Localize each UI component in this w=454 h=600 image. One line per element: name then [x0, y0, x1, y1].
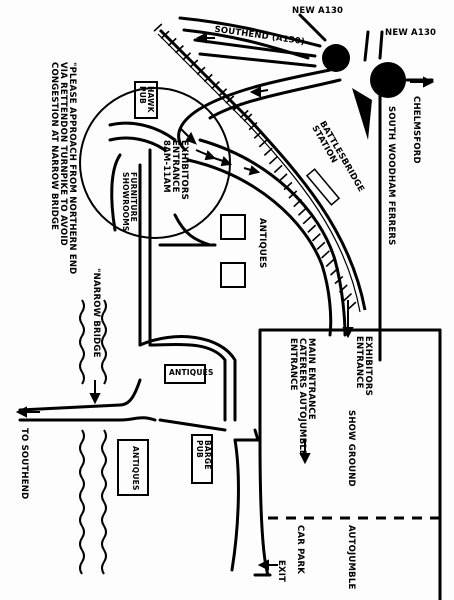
railway-sleeper	[175, 45, 184, 54]
railway-sleeper	[263, 147, 273, 156]
railway-sleeper	[316, 241, 326, 251]
antiques-box-2	[220, 262, 246, 288]
autojumble-label: AUTOJUMBLE	[346, 525, 356, 590]
railway-sleeper	[239, 109, 249, 119]
furniture-showrooms-label: FURNITURE SHOWROOMS	[121, 172, 138, 232]
barge-loop	[148, 342, 227, 422]
railway-sleeper	[288, 190, 298, 199]
antiques-left-box	[117, 439, 149, 496]
new-a130-road	[178, 16, 322, 48]
railway-sleeper	[343, 292, 353, 302]
narrow-bridge-label: "NARROW BRIDGE	[91, 268, 101, 358]
railway-sleeper	[211, 81, 220, 90]
roundabout-north	[322, 44, 350, 72]
railway-sleeper	[297, 207, 307, 216]
railway-sleeper	[153, 23, 163, 32]
main-road-east	[177, 68, 332, 152]
to-southend-label: TO SOUTHEND	[19, 428, 29, 500]
railway-sleeper	[253, 130, 263, 139]
railway-sleeper	[311, 233, 321, 242]
exhibitors-entrance-top-label: EXHIBITORS ENTRANCE 8AM-11AM	[161, 140, 189, 200]
railway-sleeper	[232, 102, 242, 111]
railway-sleeper	[307, 224, 317, 233]
southend-a130-road	[193, 38, 317, 58]
hawk-pub-box	[134, 81, 158, 119]
railway-sleeper	[330, 267, 339, 276]
roundabout-south	[370, 62, 406, 98]
approach-note-label: "PLEASE APPROACH FROM NORTHERN END VIA R…	[49, 62, 77, 275]
south-woodham-ferrers-label: SOUTH WOODHAM FERRERS	[386, 106, 396, 246]
show-ground-label: SHOW GROUND	[346, 410, 356, 487]
railway-sleeper	[325, 258, 335, 268]
station-box	[305, 168, 341, 206]
railway-sleepers: /* sleepers drawn by script below */	[153, 23, 357, 310]
new-a130-label-top: NEW A130	[292, 6, 344, 16]
railway-sleeper	[243, 113, 253, 122]
station-road	[198, 138, 347, 337]
antiques-small-box	[164, 364, 206, 384]
railway-sleeper	[167, 37, 177, 47]
railway-sleeper	[347, 301, 357, 310]
southend-road	[18, 378, 142, 412]
railway-sleeper	[218, 88, 228, 97]
car-park-label: CAR PARK	[295, 525, 305, 575]
barge-pub-label: BARGE PUB	[195, 440, 212, 470]
antiques-small-box-label: ANTIQUES	[169, 368, 214, 377]
railway-sleeper	[302, 216, 312, 225]
barge-pub-box	[191, 434, 213, 484]
triangle-island	[352, 88, 372, 140]
railway-sleeper	[273, 164, 283, 174]
railway-sleeper	[182, 52, 192, 61]
railway-sleeper	[283, 181, 293, 191]
railway-sleeper	[338, 284, 348, 293]
railway-sleeper	[334, 275, 344, 285]
antiques-top-label: ANTIQUES	[257, 218, 267, 269]
river	[79, 299, 107, 575]
exit-label: EXIT	[276, 560, 286, 583]
antiques-box-1	[220, 214, 246, 240]
railway-sleeper	[196, 66, 206, 75]
railway-sleeper	[225, 95, 235, 104]
exhibitors-entrance-right-label: EXHIBITORS ENTRANCE	[354, 336, 373, 396]
railway-sleeper	[321, 250, 330, 259]
railway-sleeper	[278, 173, 288, 182]
main-entrance-label: MAIN ENTRANCE CATERERS AUTOJUMBLE ENTRAN…	[288, 338, 316, 457]
railway-sleeper	[203, 73, 213, 83]
car-park-loop	[230, 438, 240, 572]
railway-sleeper	[248, 121, 258, 131]
railway-sleeper	[258, 139, 268, 148]
direction-arrows	[15, 32, 435, 571]
railway-sleeper	[268, 156, 278, 165]
chelmsford-label: CHELMSFORD	[411, 96, 421, 164]
new-a130-label-right: NEW A130	[385, 28, 437, 38]
railway-sleeper	[293, 198, 303, 208]
railway-sleeper	[160, 30, 170, 39]
railway-sleeper	[189, 59, 199, 68]
hawk-pub-label: HAWK PUB	[138, 86, 155, 113]
antiques-left-box-label: ANTIQUES	[131, 446, 140, 491]
highlight-circle	[79, 87, 231, 239]
